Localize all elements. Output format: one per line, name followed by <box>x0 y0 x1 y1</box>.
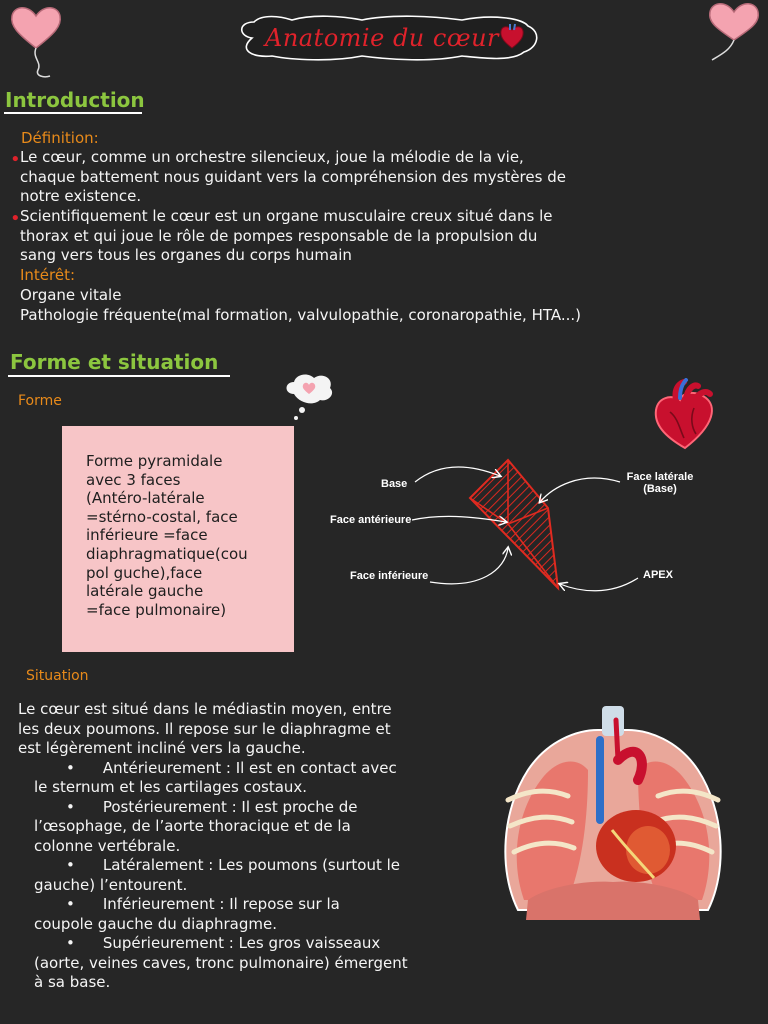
list-item: • Antérieurement : Il est en contact avec… <box>18 759 508 798</box>
label-face-laterale: Face latérale (Base) <box>622 471 698 495</box>
list-item: • Supérieurement : Les gros vaisseaux (ao… <box>18 934 508 993</box>
text-line: à sa base. <box>34 973 111 991</box>
situation-label: Situation <box>26 668 89 684</box>
text-line: est légèrement incliné vers la gauche. <box>18 739 306 757</box>
bullet-icon: • <box>66 895 75 913</box>
text-line: (aorte, veines caves, tronc pulmonaire) … <box>34 953 408 972</box>
interest-item: Organe vitale <box>20 286 122 304</box>
definition-bullet-1: Le cœur, comme un orchestre silencieux, … <box>20 148 760 207</box>
bullet-icon: • <box>66 934 75 952</box>
text-line: pol guche),face <box>86 563 203 582</box>
forme-label: Forme <box>18 393 62 409</box>
label-base: Base <box>381 478 408 490</box>
anatomical-heart-illustration <box>654 378 713 450</box>
heart-pyramid-diagram <box>411 458 639 592</box>
text-line: coupole gauche du diaphragme. <box>34 914 277 933</box>
text-line: le sternum et les cartilages costaux. <box>34 778 308 796</box>
text-line: colonne vertébrale. <box>34 836 181 855</box>
text-line: inférieure =face <box>86 526 208 545</box>
interest-label: Intérêt: <box>20 266 76 284</box>
text-line: =face pulmonaire) <box>86 600 227 619</box>
situation-list: • Antérieurement : Il est en contact avec… <box>18 759 508 993</box>
text-line: thorax et qui joue le rôle de pompes res… <box>20 226 538 245</box>
bullet-dot-icon: • <box>10 208 21 229</box>
text-line: chaque battement nous guidant vers la co… <box>20 167 566 186</box>
heart-balloon-left-icon <box>10 7 62 78</box>
text-line: latérale gauche <box>86 582 204 601</box>
forme-situation-underline <box>8 375 230 377</box>
bullet-dot-icon: • <box>10 149 21 170</box>
label-apex: APEX <box>643 569 673 581</box>
text-line: gauche) l’entourent. <box>34 875 188 894</box>
page-title: Anatomie du cœur <box>264 24 499 52</box>
text-line: Inférieurement : Il repose sur la <box>102 895 340 913</box>
list-item: • Postérieurement : Il est proche de l’œs… <box>18 798 508 857</box>
forme-description: Forme pyramidale avec 3 faces (Antéro-la… <box>86 452 286 619</box>
text-line: l’œsophage, de l’aorte thoracique et de … <box>34 817 351 835</box>
label-face-inferieure: Face inférieure <box>350 570 429 582</box>
introduction-heading: Introduction <box>5 88 145 112</box>
text-line: notre existence. <box>20 187 142 205</box>
text-line: =stérno-costal, face <box>86 507 238 526</box>
text-line: Supérieurement : Les gros vaisseaux <box>102 934 381 952</box>
anatomical-heart-icon <box>500 23 524 49</box>
text-line: sang vers tous les organes du corps huma… <box>20 246 352 264</box>
heart-balloon-right-icon <box>708 3 760 61</box>
forme-situation-heading: Forme et situation <box>10 350 219 374</box>
list-item: • Inférieurement : Il repose sur la coupo… <box>18 895 508 934</box>
title-banner: Anatomie du cœur <box>232 14 542 62</box>
thought-bubble-heart-icon <box>286 374 333 420</box>
thorax-heart-illustration <box>504 706 722 920</box>
title-cloud-shape <box>240 15 538 61</box>
introduction-underline <box>4 112 142 114</box>
text-line: Forme pyramidale <box>86 452 223 470</box>
bullet-icon: • <box>66 856 75 874</box>
definition-label: Définition: <box>21 129 99 147</box>
text-line: (Antéro-latérale <box>86 489 205 508</box>
label-face-anterieure: Face antérieure <box>330 514 412 526</box>
bullet-icon: • <box>66 758 75 777</box>
interest-item: Pathologie fréquente(mal formation, valv… <box>20 305 582 324</box>
text-line: Antérieurement : Il est en contact avec <box>102 758 397 777</box>
interest-list: Organe vitale Pathologie fréquente(mal f… <box>20 286 760 325</box>
text-line: Latéralement : Les poumons (surtout le <box>102 856 401 874</box>
text-line: Postérieurement : Il est proche de <box>102 797 358 816</box>
definition-bullet-2: Scientifiquement le cœur est un organe m… <box>20 207 760 266</box>
text-line: les deux poumons. Il repose sur le diaph… <box>18 719 391 738</box>
forme-description-box: Forme pyramidale avec 3 faces (Antéro-la… <box>62 426 294 652</box>
situation-text: Le cœur est situé dans le médiastin moye… <box>18 700 508 993</box>
text-line: avec 3 faces <box>86 470 181 489</box>
label-line: Face latérale <box>626 471 694 483</box>
bullet-icon: • <box>66 797 75 816</box>
text-line: diaphragmatique(cou <box>86 544 248 563</box>
label-line: (Base) <box>643 483 677 495</box>
text-line: Scientifiquement le cœur est un organe m… <box>20 207 553 225</box>
list-item: •Latéralement : Les poumons (surtout le … <box>18 856 508 895</box>
text-line: Le cœur est situé dans le médiastin moye… <box>18 700 392 718</box>
text-line: Le cœur, comme un orchestre silencieux, … <box>20 148 524 166</box>
